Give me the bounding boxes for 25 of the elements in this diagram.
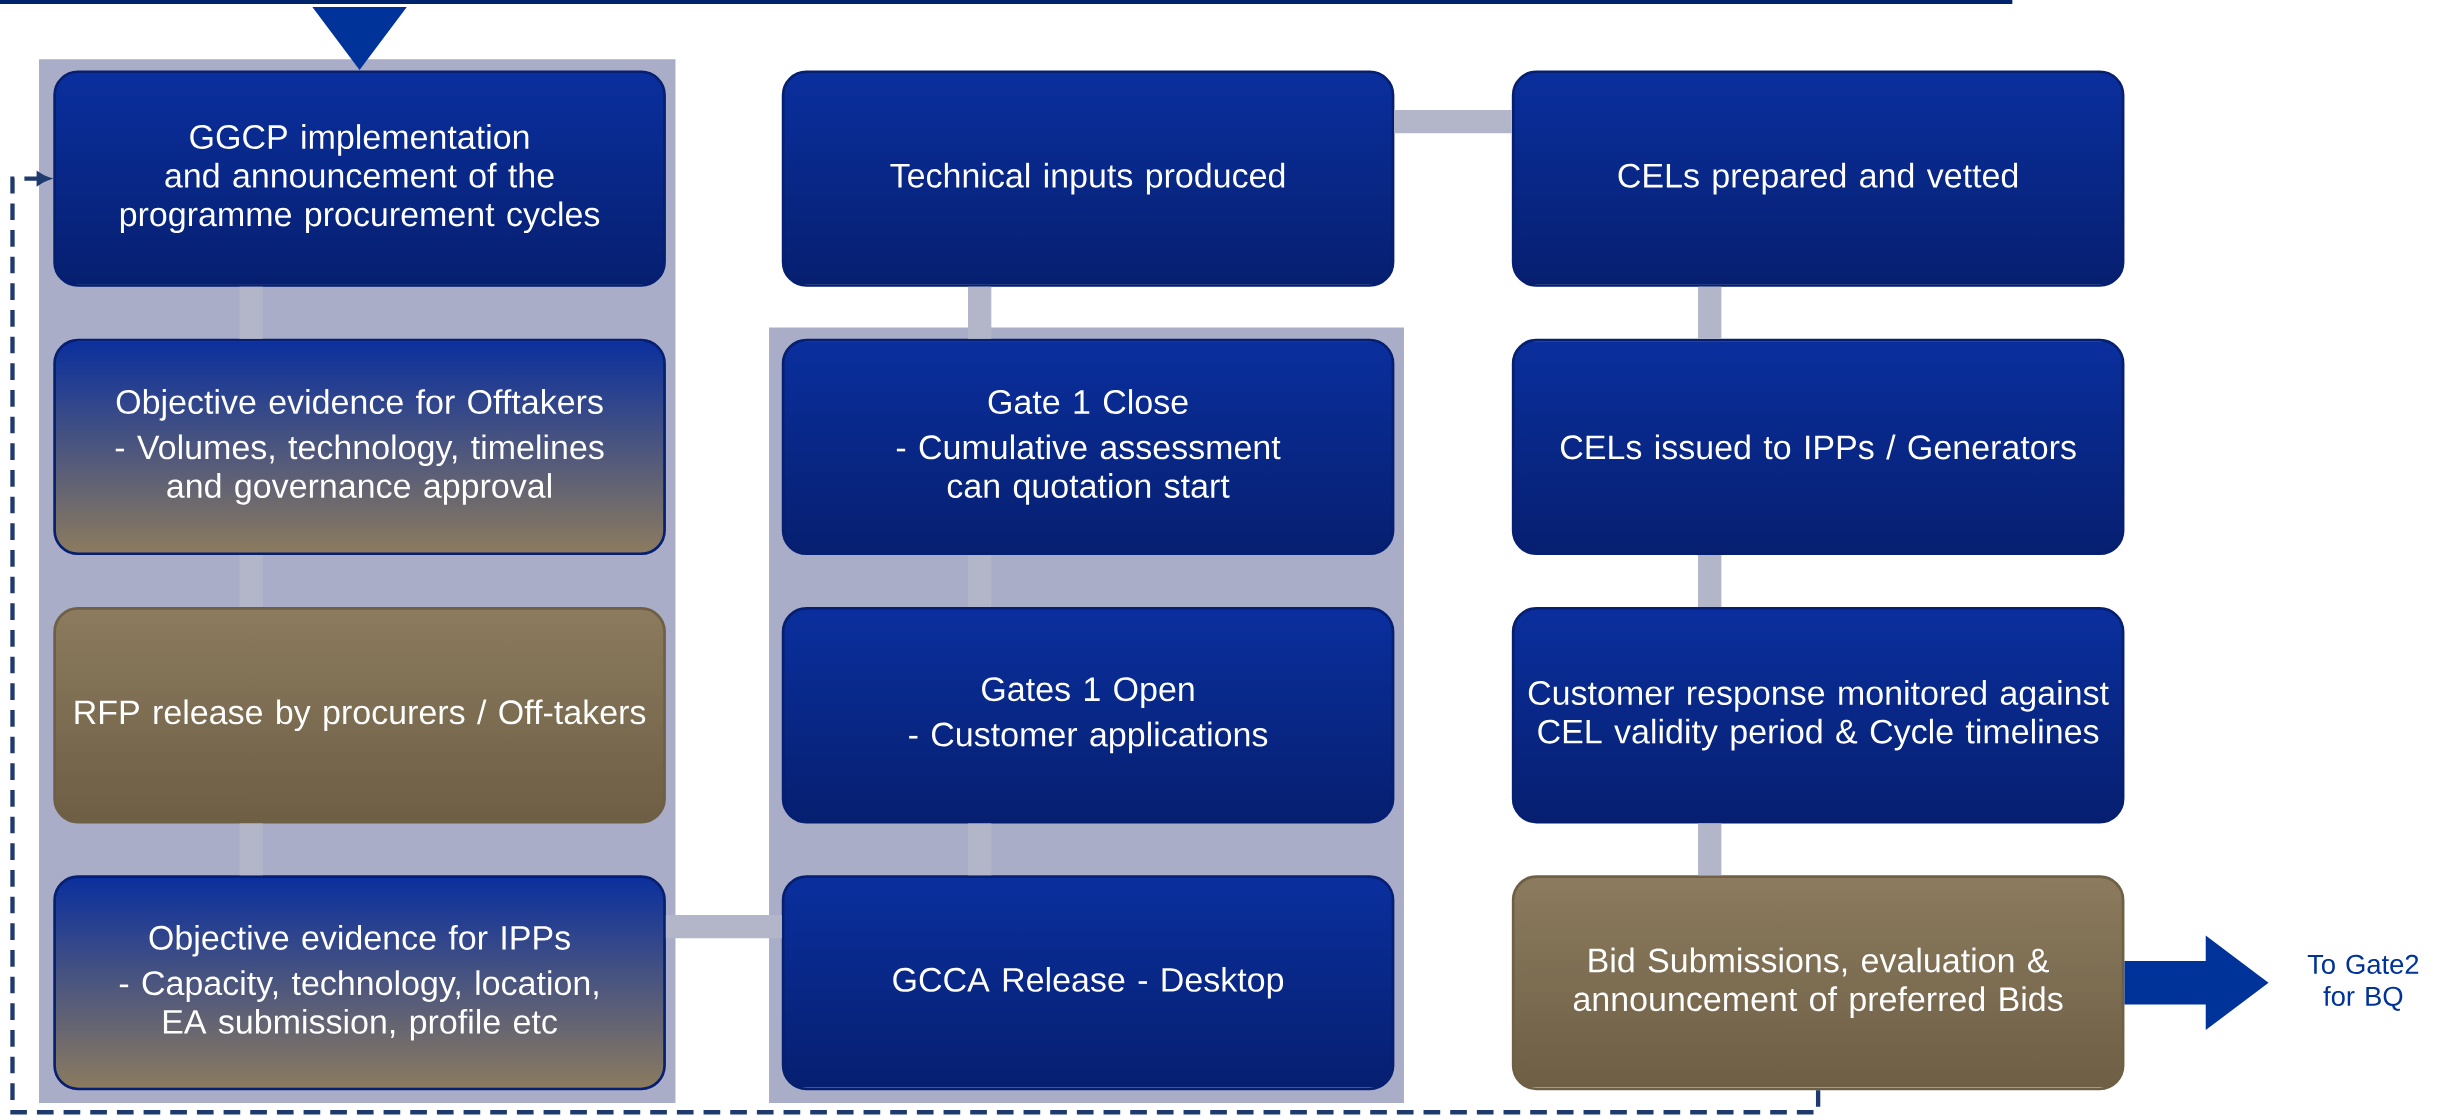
process-box: Gates 1 Open - Customer applications <box>781 607 1395 824</box>
process-box: CELs issued to IPPs / Generators <box>1511 338 2125 556</box>
process-box: GCCA Release - Desktop <box>781 875 1395 1091</box>
connector-bar <box>1394 110 1512 134</box>
process-box: Customer response monitored against CEL validity period & Cycle timelines <box>1511 607 2125 824</box>
connector-bar <box>1698 286 1722 339</box>
process-box: Objective evidence for IPPs - Capacity, technology, location, EA submission, profile etc <box>53 875 666 1091</box>
process-box: Bid Submissions, evaluation & announcement of preferred Bids <box>1511 875 2125 1091</box>
connector-bar <box>239 555 263 608</box>
edge-label: To Gate2 for BQ <box>2307 954 2419 1011</box>
process-box: Objective evidence for Offtakers - Volumes, technology, timelines and governance approval <box>53 338 666 556</box>
process-box: Technical inputs produced <box>781 70 1395 287</box>
connector-bar <box>665 914 782 939</box>
connector-bar <box>1698 823 1722 876</box>
connector-bar <box>968 286 992 339</box>
process-box: GGCP implementation and announcement of the programme procurement cycles <box>53 70 666 287</box>
connector-bar <box>239 823 263 876</box>
connector-bar <box>968 823 992 876</box>
connector-bar <box>239 286 263 339</box>
process-box: RFP release by procurers / Off-takers <box>53 607 666 824</box>
process-box: Gate 1 Close - Cumulative assessment can quotation start <box>781 338 1395 556</box>
connector-bar <box>968 555 992 608</box>
process-box: CELs prepared and vetted <box>1511 70 2125 287</box>
dashed-arrow <box>10 172 1821 1115</box>
connector-bar <box>1698 555 1722 608</box>
